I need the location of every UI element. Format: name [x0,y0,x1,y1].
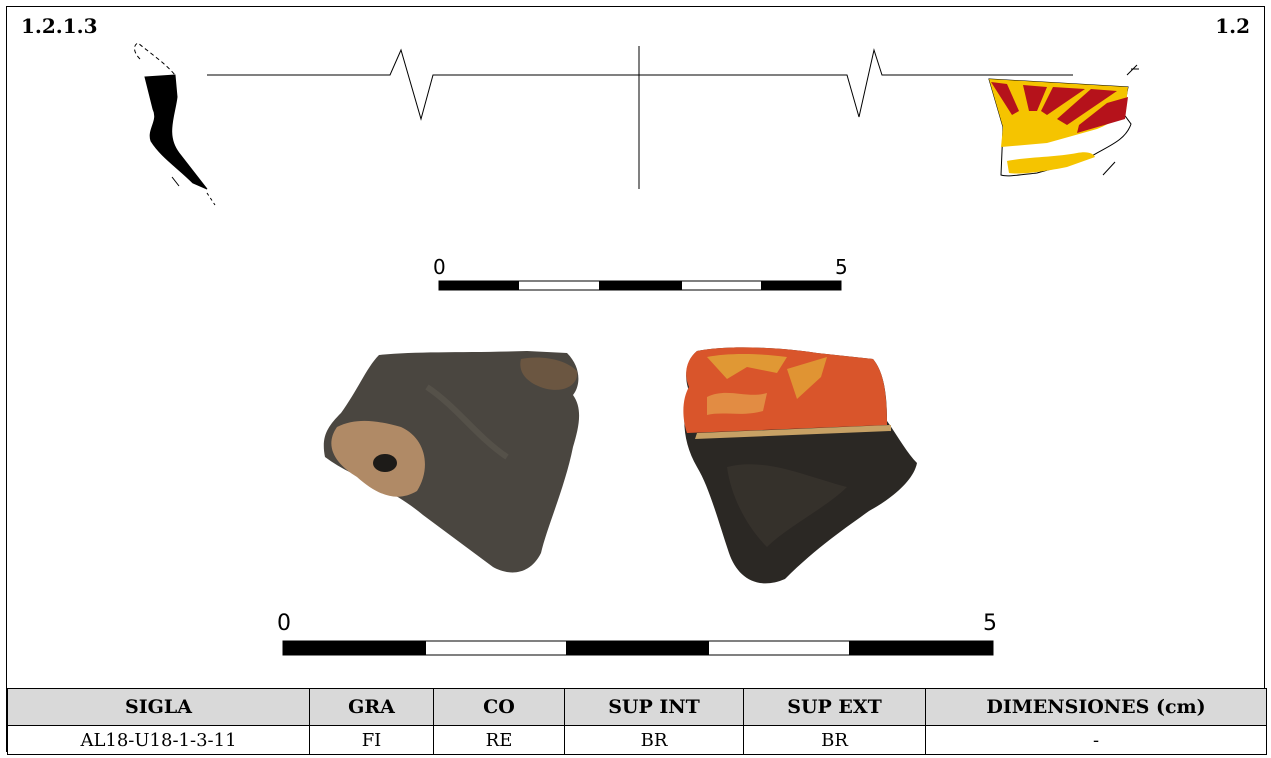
drawing-scale-end-label: 5 [835,255,848,279]
drawing-scale-bar [438,280,842,291]
cell-gra: FI [309,725,434,755]
table-header-row: SIGLA GRA CO SUP INT SUP EXT DIMENSIONES… [7,688,1267,726]
photo-scale-end-label: 5 [983,611,997,636]
catalog-code: 1.2.1.3 [21,14,98,38]
column-header-sup-ext: SUP EXT [743,688,926,726]
cell-co: RE [433,725,565,755]
catalog-sheet: 1.2.1.3 1.2 [6,6,1267,755]
sherd-profile-drawing [134,42,216,206]
group-code: 1.2 [1215,14,1250,38]
table-row: AL18-U18-1-3-11 FI RE BR BR - [7,725,1267,755]
cell-dimensiones: - [925,725,1267,755]
cell-sup-int: BR [564,725,744,755]
column-header-gra: GRA [309,688,434,726]
drawing-scale-start-label: 0 [433,255,446,279]
cell-sup-ext: BR [743,725,926,755]
sherd-photo-interior [323,351,580,573]
painted-decoration-drawing [988,64,1139,177]
artifact-data-table: SIGLA GRA CO SUP INT SUP EXT DIMENSIONES… [7,688,1267,755]
cell-sigla: AL18-U18-1-3-11 [7,725,310,755]
column-header-co: CO [433,688,565,726]
photo-scale-bar [282,640,994,656]
column-header-sup-int: SUP INT [564,688,744,726]
sherd-photo-exterior [683,347,917,584]
column-header-dimensiones: DIMENSIONES (cm) [925,688,1267,726]
column-header-sigla: SIGLA [7,688,310,726]
artifact-drawing [134,42,1139,656]
diameter-line [207,46,1073,189]
photo-scale-start-label: 0 [277,611,291,636]
